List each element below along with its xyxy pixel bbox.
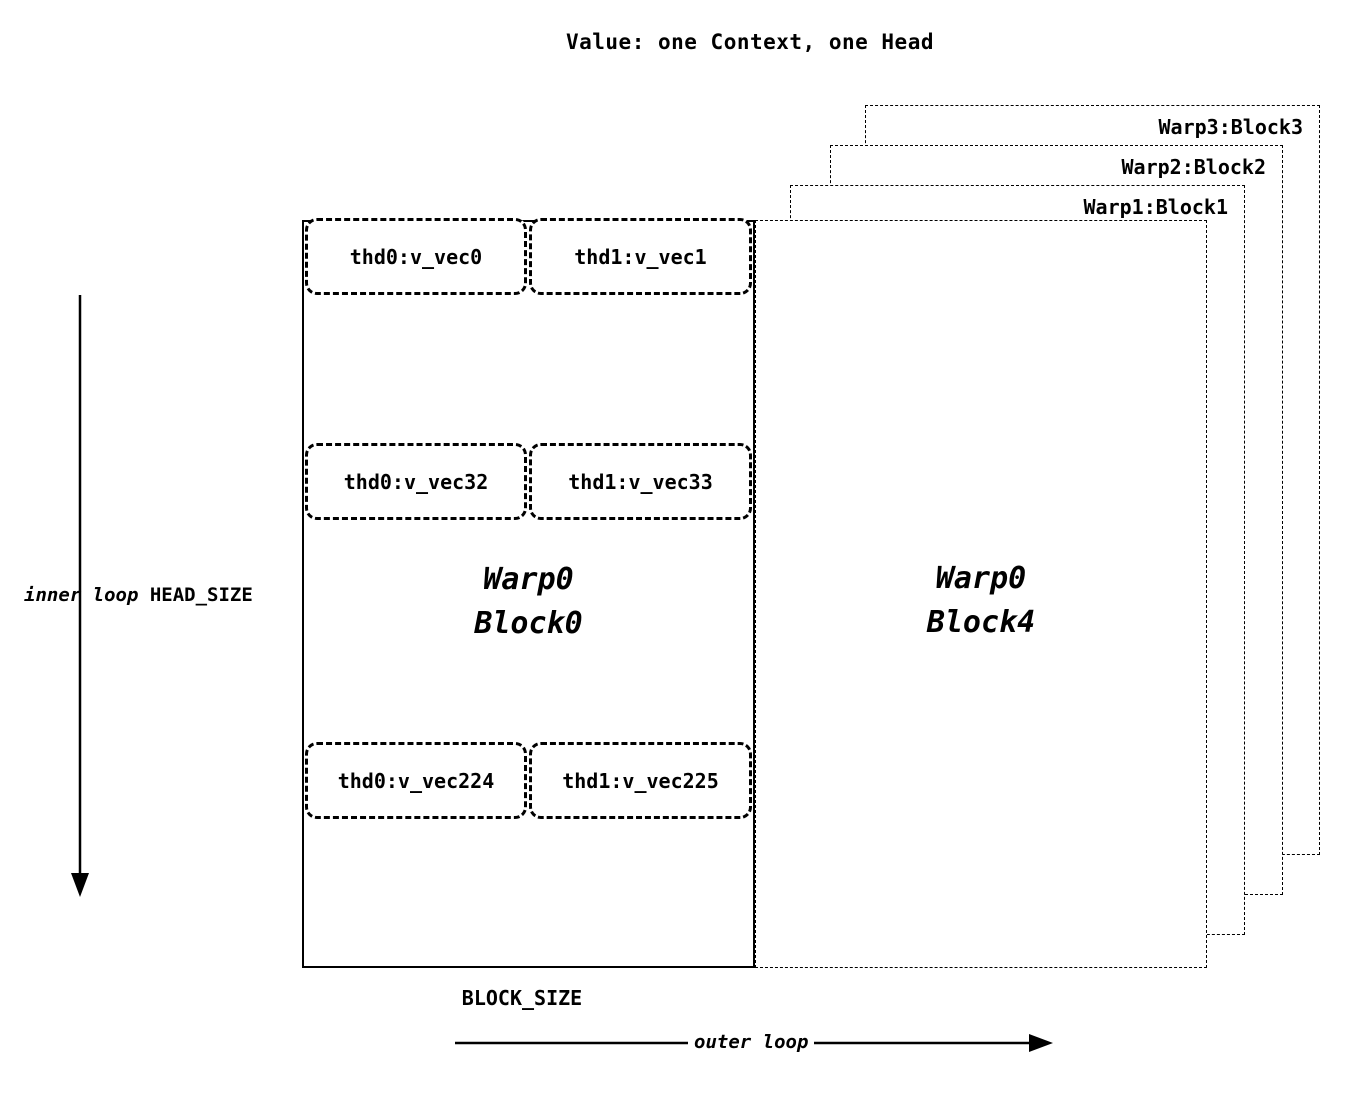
diagram-title: Value: one Context, one Head [565, 30, 934, 54]
warp0-block4-label: Warp0 Block4 [756, 557, 1206, 645]
thread-cell-v-vec0: thd0:v_vec0 [305, 218, 527, 295]
warp1-block1-label: Warp1:Block1 [1083, 195, 1229, 219]
inner-loop-label: inner loop [24, 584, 139, 606]
inner-loop-arrow [71, 295, 89, 897]
outer-loop-label: outer loop [688, 1031, 815, 1053]
thread-cell-v-vec33: thd1:v_vec33 [529, 443, 752, 520]
warp0-block0-line2: Block0 [474, 606, 583, 641]
warp0-block4-line1: Warp0 [935, 561, 1027, 596]
warp0-block0-line1: Warp0 [483, 562, 574, 597]
block-size-label: BLOCK_SIZE [461, 986, 583, 1010]
warp0-block4-line2: Block4 [926, 605, 1036, 640]
thread-cell-v-vec224: thd0:v_vec224 [305, 742, 527, 819]
thread-cell-v-vec225: thd1:v_vec225 [529, 742, 752, 819]
warp0-block0-label: Warp0 Block0 [304, 558, 753, 646]
inner-loop-head-size-label: inner loop HEAD_SIZE [24, 584, 253, 606]
warp0-block4-box: Warp0 Block4 [755, 220, 1207, 968]
warp2-block2-label: Warp2:Block2 [1121, 155, 1267, 179]
thread-cell-v-vec1: thd1:v_vec1 [529, 218, 752, 295]
head-size-label: HEAD_SIZE [149, 584, 253, 606]
warp3-block3-label: Warp3:Block3 [1158, 115, 1304, 139]
warp0-block0-box: Warp0 Block0 [302, 220, 755, 968]
thread-cell-v-vec32: thd0:v_vec32 [305, 443, 527, 520]
